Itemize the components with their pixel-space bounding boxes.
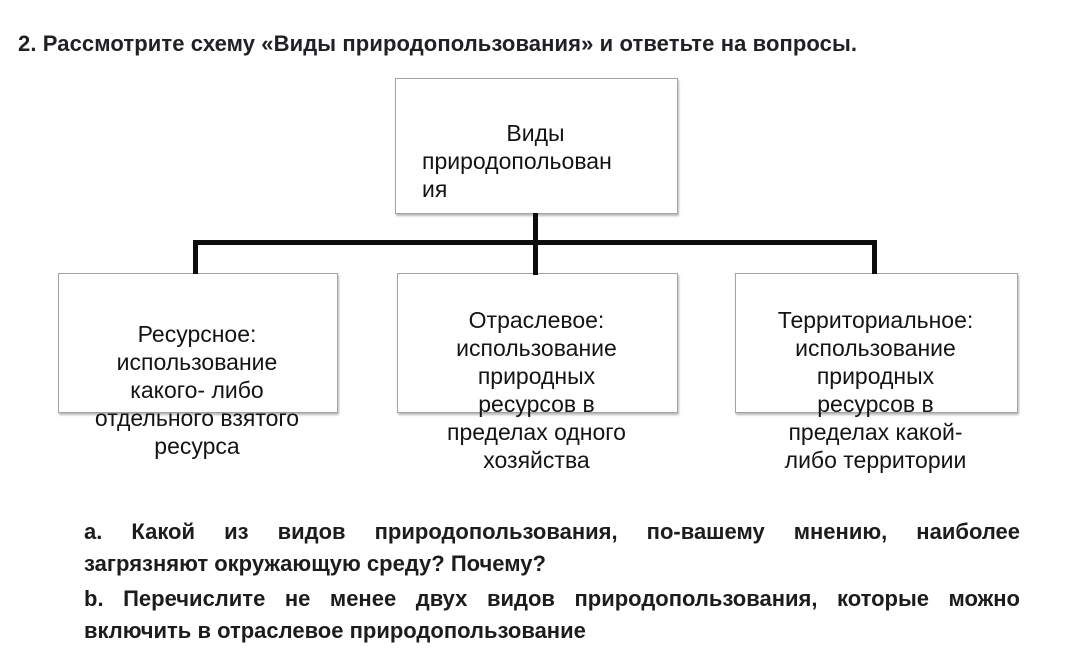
label-line: пределах какой-: [788, 419, 963, 445]
root-label-line: Виды: [506, 120, 565, 146]
diagram-box-sectoral-label: Отраслевое: использование природных ресу…: [397, 306, 676, 474]
connector-vertical-left: [193, 240, 198, 274]
page-title: 2. Рассмотрите схему «Виды природопользо…: [18, 31, 858, 56]
question-b-line: включить в отраслевое природопользование: [84, 618, 586, 643]
label-line: Ресурсное:: [137, 321, 257, 347]
question-a-line: загрязняют окружающую среду? Почему?: [84, 551, 546, 576]
label-line: ресурса: [154, 433, 240, 459]
label-line: Территориальное:: [777, 307, 974, 333]
label-line: природных: [816, 363, 935, 389]
label-line: ресурсов в: [817, 391, 934, 417]
label-line: либо территории: [784, 447, 967, 473]
diagram-root-box: [395, 78, 678, 214]
label-line: хозяйства: [483, 447, 590, 473]
label-line: использование: [116, 349, 278, 375]
diagram-box-territorial: [735, 273, 1018, 413]
label-line: какого- либо: [130, 377, 264, 403]
diagram-box-sectoral: [397, 273, 678, 413]
label-line: природных: [477, 363, 596, 389]
question-a-line: a. Какой из видов природопользования, по…: [84, 519, 1020, 544]
label-line: пределах одного: [447, 419, 626, 445]
diagram-box-territorial-label: Территориальное: использование природных…: [735, 306, 1016, 474]
diagram-root-label: Виды природопольован ия: [395, 119, 676, 203]
questions-block: a. Какой из видов природопользования, по…: [84, 516, 1020, 647]
diagram-box-resource-label: Ресурсное: использование какого- либо от…: [58, 320, 336, 460]
question-a: a. Какой из видов природопользования, по…: [84, 516, 1020, 580]
question-b: b. Перечислите не менее двух видов приро…: [84, 583, 1020, 647]
label-line: использование: [795, 335, 956, 361]
connector-vertical-center: [533, 213, 538, 275]
label-line: ресурсов в: [478, 391, 595, 417]
label-line: использование: [456, 335, 617, 361]
diagram-box-resource: [58, 273, 338, 413]
question-b-line: b. Перечислите не менее двух видов приро…: [84, 586, 1020, 611]
root-label-line: ия: [422, 176, 448, 202]
root-label-line: природопольован: [422, 148, 612, 174]
connector-vertical-right: [872, 240, 877, 274]
label-line: отдельного взятого: [94, 405, 300, 431]
label-line: Отраслевое:: [468, 307, 605, 333]
